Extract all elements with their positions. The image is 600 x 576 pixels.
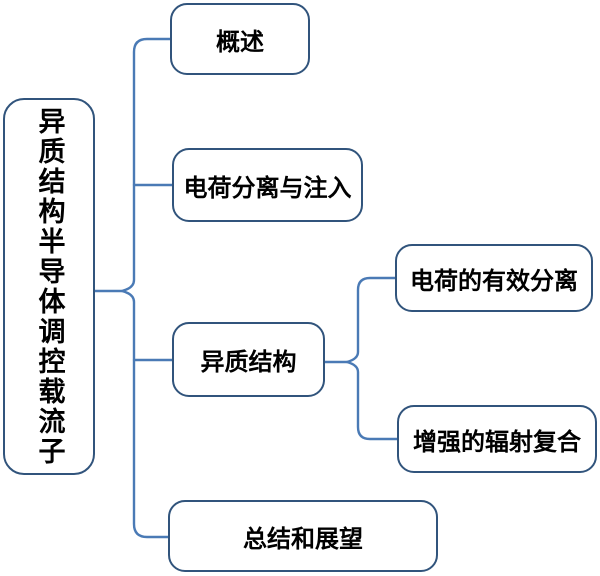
- node-overview-label: 概述: [216, 26, 264, 56]
- hetero-brace-connector: [345, 276, 399, 441]
- node-charge-separation-injection-label: 电荷分离与注入: [183, 172, 352, 202]
- node-enhanced-radiative-recombination-label: 增强的辐射复合: [413, 426, 581, 456]
- node-heterostructure-label: 异质结构: [200, 347, 297, 376]
- node-effective-charge-separation: 电荷的有效分离: [395, 244, 593, 312]
- node-summary-outlook: 总结和展望: [168, 500, 438, 572]
- node-charge-separation-injection: 电荷分离与注入: [172, 148, 363, 222]
- node-effective-charge-separation-label: 电荷的有效分离: [410, 265, 578, 295]
- node-enhanced-radiative-recombination: 增强的辐射复合: [397, 405, 597, 473]
- root-brace-connector: [120, 37, 172, 539]
- node-summary-outlook-label: 总结和展望: [243, 523, 363, 553]
- node-heterostructure: 异质结构: [172, 322, 325, 397]
- node-root-heterostructure-semiconductor: 异质结构半导体调控载流子: [3, 98, 95, 475]
- node-overview: 概述: [170, 3, 310, 75]
- node-root-label: 异质结构半导体调控载流子: [33, 106, 65, 467]
